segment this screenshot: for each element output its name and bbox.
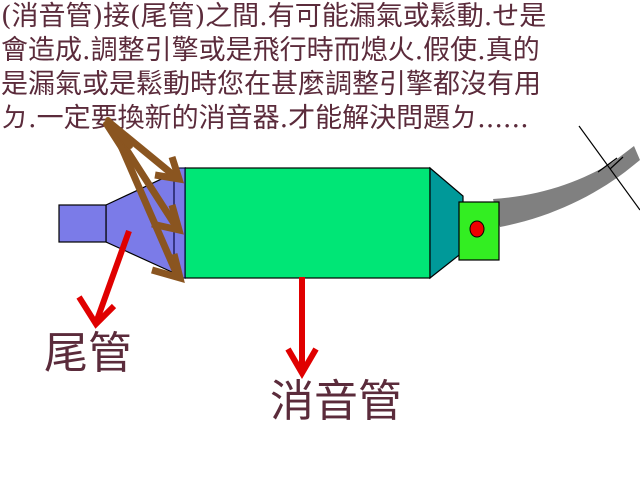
outlet-box-shape (458, 201, 500, 261)
outlet-port-dot-shape (469, 220, 485, 238)
label-muffler: 消音管 (270, 376, 402, 427)
brown-arrow-2-head (151, 204, 184, 235)
joint-flange-shape (173, 167, 186, 279)
tailpipe-shape (493, 146, 640, 227)
annotation-line-1: (消音管)接(尾管)之間.有可能漏氣或鬆動.せ是 (1, 1, 547, 32)
scratch-line-2 (597, 157, 618, 173)
annotation-line-4: ㄉ.一定要換新的消音器.才能解決問題ㄉ...... (1, 103, 529, 134)
scratch-line-3 (609, 156, 624, 170)
red-arrow-tailpipe-head (76, 295, 117, 329)
annotation-line-2: 會造成.調整引擎或是飛行時而熄火.假使.真的 (1, 35, 540, 66)
brown-arrow-3-head (151, 253, 185, 284)
annotation-line-3: 是漏氣或是鬆動時您在甚麼調整引擎都沒有用 (1, 69, 541, 100)
annotation-text-block: (消音管)接(尾管)之間.有可能漏氣或鬆動.せ是 會造成.調整引擎或是飛行時而熄… (0, 0, 640, 148)
brown-arrow-1-head (154, 155, 185, 184)
red-arrow-tailpipe-shaft (94, 229, 132, 322)
red-arrow-muffler-head (285, 347, 319, 379)
rear-taper-shape (429, 166, 464, 280)
inlet-cone-shape (105, 167, 186, 279)
label-tailpipe: 尾管 (44, 328, 132, 379)
brown-arrow-3-shaft (110, 128, 182, 279)
inlet-stub-shape (58, 204, 107, 243)
muffler-body-shape (184, 167, 431, 279)
